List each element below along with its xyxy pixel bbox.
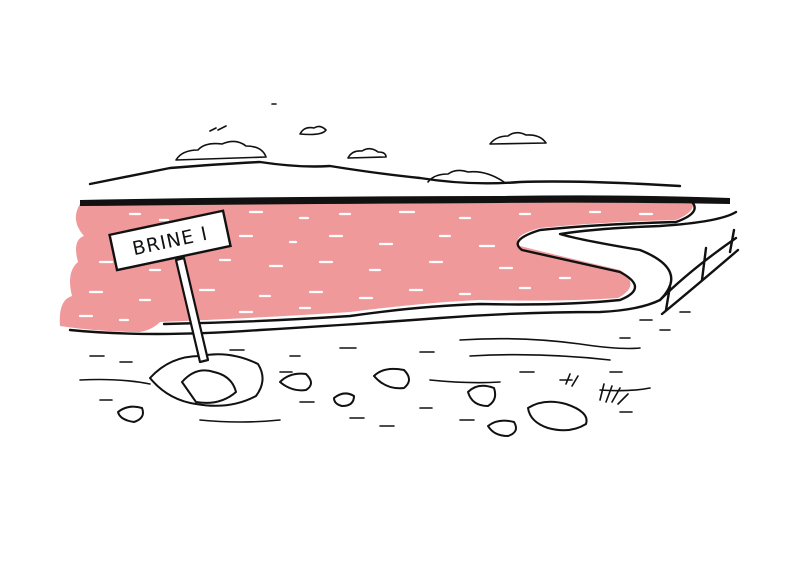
clouds	[175, 103, 547, 183]
rock	[373, 367, 410, 390]
fence	[658, 228, 740, 316]
cloud	[175, 140, 267, 161]
grass-tufts	[565, 373, 629, 405]
rock	[279, 372, 312, 392]
cloud	[489, 131, 547, 145]
rock	[333, 392, 355, 407]
rock	[181, 369, 237, 404]
rock	[527, 400, 588, 432]
shore-ripple	[459, 337, 641, 361]
cloud	[299, 125, 327, 136]
rock	[117, 405, 144, 423]
rock	[487, 419, 517, 437]
sign-post	[174, 256, 210, 364]
cloud	[347, 147, 387, 159]
rock	[467, 384, 497, 407]
brine-sparkles	[78, 210, 654, 322]
cloud	[427, 169, 505, 183]
horizon-hills	[88, 160, 682, 188]
sign-board	[108, 209, 232, 272]
bird-marks	[209, 103, 277, 132]
brine-sign: BRINE I	[108, 209, 232, 364]
near-shore-line	[68, 210, 738, 336]
lake-edge	[162, 198, 696, 326]
ground-texture	[79, 311, 691, 427]
far-shore	[80, 195, 730, 206]
rocks	[117, 353, 588, 437]
